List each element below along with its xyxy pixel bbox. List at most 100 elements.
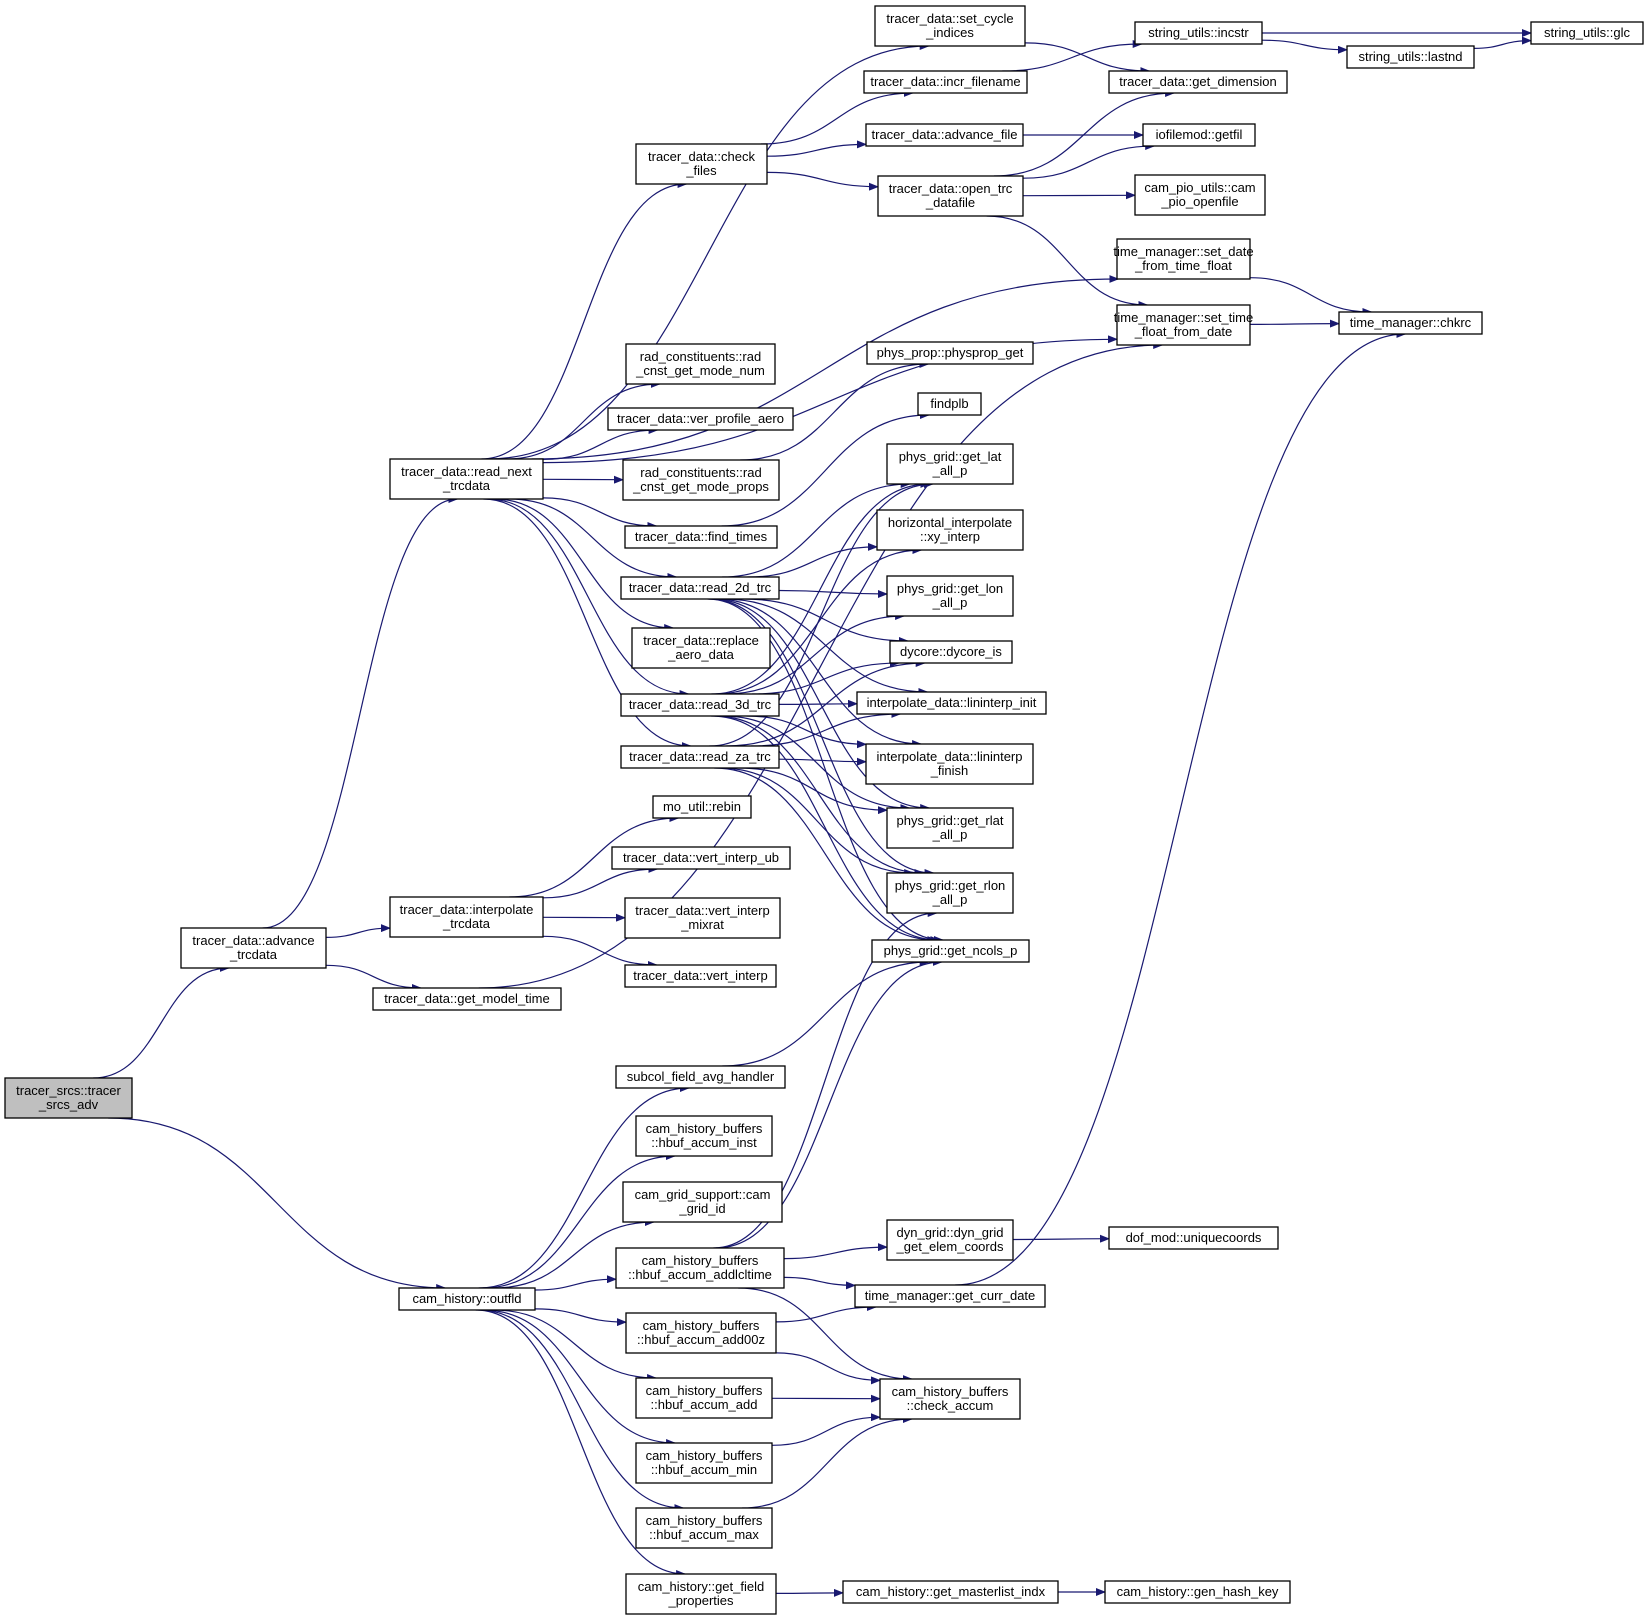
- function-node[interactable]: phys_grid::get_rlon_all_p: [886, 872, 1014, 914]
- function-node[interactable]: tracer_data::read_3d_trc: [620, 693, 780, 717]
- node-label: findplb: [930, 396, 968, 411]
- node-label: _finish: [930, 763, 969, 778]
- node-label: phys_grid::get_rlat: [897, 813, 1004, 828]
- node-label: _float_from_date: [1134, 324, 1233, 339]
- function-node[interactable]: tracer_data::ver_profile_aero: [607, 407, 794, 431]
- function-node[interactable]: string_utils::incstr: [1134, 21, 1263, 45]
- function-node[interactable]: cam_history_buffers::hbuf_accum_add: [635, 1377, 773, 1419]
- node-label: tracer_data::open_trc: [889, 181, 1013, 196]
- function-node[interactable]: cam_history_buffers::hbuf_accum_inst: [635, 1115, 773, 1157]
- function-node[interactable]: dycore::dycore_is: [889, 640, 1013, 664]
- function-node[interactable]: tracer_data::get_model_time: [372, 987, 562, 1011]
- function-node[interactable]: phys_grid::get_rlat_all_p: [886, 807, 1014, 849]
- function-node[interactable]: cam_history::outfld: [398, 1287, 536, 1311]
- node-label: dycore::dycore_is: [900, 644, 1002, 659]
- edge-n24-n38: [707, 598, 944, 944]
- function-node[interactable]: tracer_data::open_trc_datafile: [877, 175, 1024, 217]
- node-label: time_manager::set_time: [1114, 310, 1253, 325]
- function-node[interactable]: dof_mod::uniquecoords: [1108, 1226, 1279, 1250]
- edge-n3-n7: [481, 180, 688, 460]
- edge-n2-n47: [534, 1308, 627, 1327]
- node-label: tracer_data::advance_file: [872, 127, 1018, 142]
- edge-n27-n37: [720, 767, 915, 877]
- function-node[interactable]: rad_constituents::rad_cnst_get_mode_prop…: [622, 459, 780, 501]
- node-label: _cnst_get_mode_num: [635, 363, 765, 378]
- function-node[interactable]: tracer_data::vert_interp: [624, 964, 777, 988]
- function-node[interactable]: phys_grid::get_lat_all_p: [886, 443, 1014, 485]
- node-label: time_manager::get_curr_date: [865, 1288, 1036, 1303]
- function-node[interactable]: tracer_data::vert_interp_ub: [611, 846, 791, 870]
- node-label: _trcdata: [442, 478, 491, 493]
- function-node[interactable]: interpolate_data::lininterp_init: [856, 691, 1047, 715]
- function-node[interactable]: cam_history_buffers::hbuf_accum_max: [635, 1507, 773, 1549]
- function-node[interactable]: subcol_field_avg_handler: [615, 1065, 786, 1089]
- function-node[interactable]: cam_history_buffers::check_accum: [879, 1378, 1021, 1420]
- function-node[interactable]: tracer_data::get_dimension: [1108, 70, 1288, 94]
- function-node[interactable]: time_manager::chkrc: [1338, 311, 1483, 335]
- function-node[interactable]: tracer_data::check_files: [635, 143, 768, 185]
- function-node[interactable]: findplb: [917, 392, 982, 416]
- edge-n2-n44: [482, 1152, 676, 1289]
- function-node[interactable]: rad_constituents::rad_cnst_get_mode_num: [625, 343, 776, 385]
- node-label: cam_history::get_masterlist_indx: [856, 1584, 1046, 1599]
- node-label: string_utils::glc: [1544, 25, 1630, 40]
- edge-n10-n12: [993, 89, 1176, 177]
- function-node[interactable]: tracer_data::vert_interp_mixrat: [624, 897, 781, 939]
- function-node[interactable]: phys_grid::get_ncols_p: [871, 939, 1030, 963]
- edge-n49-n54: [771, 1413, 881, 1446]
- function-node[interactable]: tracer_data::read_za_trc: [620, 745, 780, 769]
- function-node[interactable]: time_manager::get_curr_date: [854, 1284, 1046, 1308]
- function-node[interactable]: interpolate_data::lininterp_finish: [865, 743, 1034, 785]
- root-function-node[interactable]: tracer_srcs::tracer_srcs_adv: [4, 1077, 133, 1119]
- function-node[interactable]: phys_prop::physprop_get: [866, 341, 1034, 365]
- edge-n23-n29: [721, 411, 930, 527]
- function-node[interactable]: tracer_data::interpolate_trcdata: [389, 896, 544, 938]
- edge-n18-n19: [1249, 319, 1340, 328]
- node-label: _cnst_get_mode_props: [632, 479, 769, 494]
- edge-n2-n43: [478, 1084, 690, 1289]
- function-node[interactable]: cam_grid_support::cam_grid_id: [622, 1181, 783, 1223]
- function-node[interactable]: cam_history_buffers::hbuf_accum_addlclti…: [615, 1247, 785, 1289]
- edge-n51-n56: [775, 1588, 844, 1597]
- function-node[interactable]: cam_history::gen_hash_key: [1104, 1580, 1291, 1604]
- node-label: tracer_data::read_2d_trc: [629, 580, 772, 595]
- edge-n47-n53: [775, 1303, 877, 1323]
- node-label: cam_history_buffers: [892, 1384, 1009, 1399]
- edge-n2-n48: [493, 1309, 658, 1382]
- function-node[interactable]: cam_pio_utils::cam_pio_openfile: [1134, 174, 1266, 216]
- edge-n52-n55: [1012, 1234, 1110, 1243]
- function-node[interactable]: tracer_data::advance_file: [865, 123, 1024, 147]
- edge-n26-n35: [746, 715, 867, 749]
- function-node[interactable]: tracer_data::read_next_trcdata: [389, 458, 544, 500]
- function-node[interactable]: cam_history_buffers::hbuf_accum_min: [635, 1442, 773, 1484]
- function-node[interactable]: horizontal_interpolate::xy_interp: [876, 509, 1024, 551]
- edge-n10-n18: [986, 215, 1149, 309]
- edge-n3-n27: [483, 498, 692, 750]
- edge-n7-n10: [766, 171, 879, 191]
- function-node[interactable]: string_utils::glc: [1530, 21, 1644, 45]
- function-node[interactable]: tracer_data::set_cycle_indices: [874, 5, 1026, 47]
- function-node[interactable]: dyn_grid::dyn_grid_get_elem_coords: [886, 1219, 1014, 1261]
- edge-n50-n54: [742, 1415, 913, 1509]
- function-node[interactable]: tracer_data::advance_trcdata: [180, 927, 327, 969]
- function-node[interactable]: time_manager::set_date_from_time_float: [1113, 238, 1254, 280]
- function-node[interactable]: tracer_data::incr_filename: [863, 70, 1028, 94]
- edge-n27-n33: [726, 659, 926, 747]
- function-node[interactable]: tracer_data::replace_aero_data: [631, 627, 771, 669]
- edge-n26-n33: [752, 659, 900, 695]
- function-node[interactable]: tracer_data::find_times: [624, 525, 778, 549]
- edge-n3-n23: [542, 497, 658, 530]
- function-node[interactable]: string_utils::lastnd: [1346, 45, 1475, 69]
- function-node[interactable]: iofilemod::getfil: [1142, 123, 1256, 147]
- node-label: _files: [685, 163, 717, 178]
- node-label: dyn_grid::dyn_grid: [897, 1225, 1004, 1240]
- node-label: cam_history_buffers: [646, 1448, 763, 1463]
- edge-n8-n11: [1002, 40, 1143, 72]
- function-node[interactable]: phys_grid::get_lon_all_p: [886, 575, 1014, 617]
- function-node[interactable]: cam_history::get_masterlist_indx: [842, 1580, 1059, 1604]
- function-node[interactable]: mo_util::rebin: [652, 795, 752, 819]
- function-node[interactable]: cam_history::get_field_properties: [625, 1573, 777, 1615]
- function-node[interactable]: time_manager::set_time_float_from_date: [1114, 304, 1253, 346]
- function-node[interactable]: cam_history_buffers::hbuf_accum_add00z: [625, 1312, 777, 1354]
- function-node[interactable]: tracer_data::read_2d_trc: [620, 576, 780, 600]
